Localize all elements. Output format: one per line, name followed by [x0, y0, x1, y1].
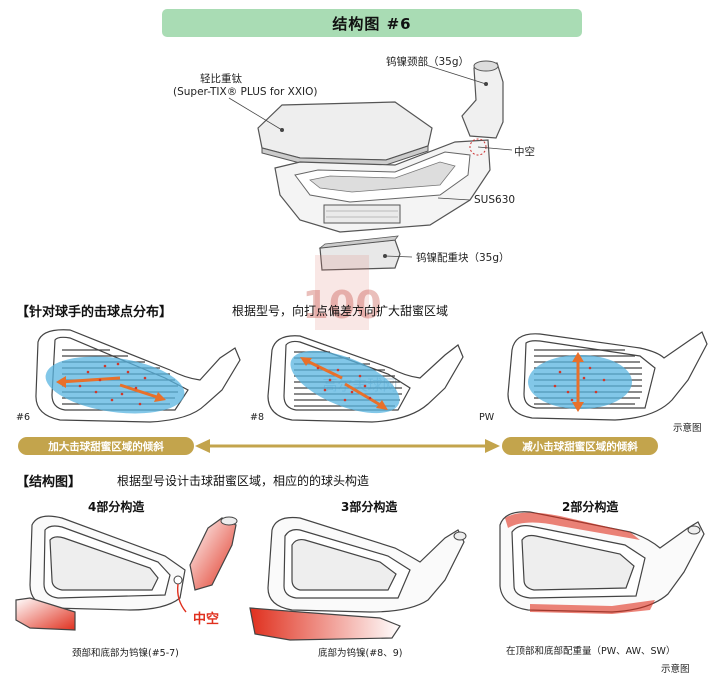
hollow-red-label: 中空	[193, 612, 220, 627]
page-title: 结构图 #6	[332, 14, 412, 33]
decrease-pill: 减小击球甜蜜区域的倾斜	[502, 437, 658, 455]
title-4-part: 4部分构造	[88, 500, 145, 514]
distribution-subtitle: 根据型号，向打点偏差方向扩大甜蜜区域	[232, 304, 449, 318]
label-pw: PW	[479, 412, 495, 423]
top-weight-2-part	[505, 512, 640, 540]
structure-heading: 【结构图】	[16, 475, 82, 490]
neck-label: 钨镍颈部（35g）	[386, 56, 470, 68]
label-6: #6	[16, 412, 31, 423]
title-2-part: 2部分构造	[562, 500, 619, 514]
sole-weight-2-part	[530, 600, 655, 614]
sweet-spot-pw	[528, 355, 632, 409]
increase-pill: 加大击球甜蜜区域的倾斜	[18, 437, 194, 455]
sole-4-part	[15, 597, 76, 631]
title-banner: 结构图 #6	[162, 9, 582, 37]
iron-head-8	[267, 335, 464, 423]
face-material-label: 轻比重钛	[200, 73, 242, 85]
neck-4-part	[189, 517, 237, 591]
watermark-number: 100	[302, 283, 381, 327]
sole-3-part	[249, 607, 401, 641]
structure-note: 示意图	[661, 664, 690, 675]
distribution-heading: 【针对球手的击球点分布】	[16, 305, 173, 320]
iron-head-pw	[507, 331, 708, 421]
face-material-sub: (Super-TIX® PLUS for XXIO)	[173, 86, 318, 98]
label-8: #8	[250, 412, 265, 423]
hollow-label: 中空	[514, 146, 535, 158]
caption-2-part: 在顶部和底部配重量（PW、AW、SW）	[506, 646, 676, 657]
body-label: SUS630	[474, 194, 516, 206]
weight-label: 钨镍配重块（35g）	[416, 252, 510, 264]
head-4-part	[29, 515, 186, 611]
distribution-note: 示意图	[673, 423, 702, 434]
caption-3-part: 底部为钨镍(#8、9)	[318, 648, 403, 659]
title-3-part: 3部分构造	[341, 500, 398, 514]
tungsten-neck	[461, 62, 504, 139]
head-2-part	[499, 511, 705, 613]
head-3-part	[267, 516, 465, 613]
sweet-spot-6	[45, 356, 185, 414]
structure-subtitle: 根据型号设计击球甜蜜区域，相应的的球头构造	[117, 474, 370, 488]
caption-4-part: 颈部和底部为钨镍(#5-7)	[72, 648, 179, 659]
